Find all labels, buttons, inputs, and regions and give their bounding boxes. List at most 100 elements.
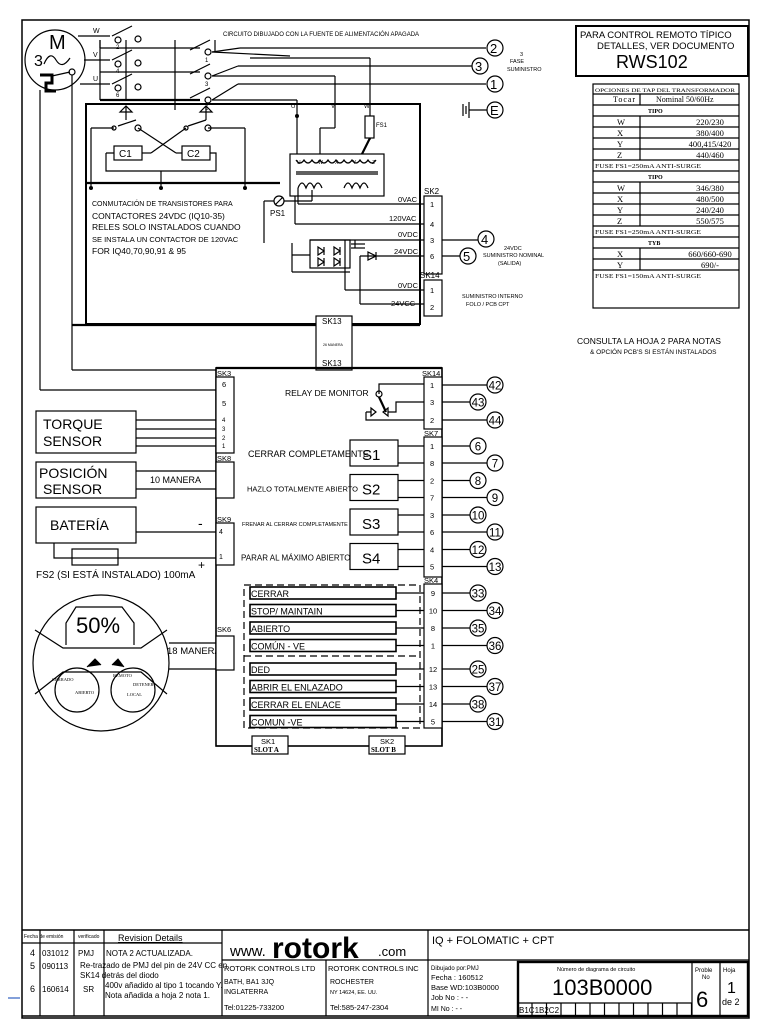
tap-row-key: Y	[617, 205, 623, 215]
rev-header-date: Fecha de emisión	[24, 934, 64, 940]
tap-group-title: TIPO	[648, 109, 663, 115]
sk9-title: SK9	[217, 515, 231, 524]
motor-m-label: M	[49, 32, 66, 54]
terminal-42: 42	[489, 381, 502, 393]
mi-no: MI No : - -	[431, 1006, 463, 1013]
motor-symbol: M 3	[24, 29, 86, 93]
sk14-top-label-24vcc: 24VCC	[391, 299, 416, 308]
sk13-bottom: SK13	[322, 359, 342, 368]
remote-line-2: DETALLES, VER DOCUMENTO	[597, 41, 734, 52]
sk6-title: SK6	[217, 625, 231, 634]
uk-line-3: INGLATERRA	[224, 989, 269, 996]
tap-row-key: X	[617, 194, 623, 204]
tap-row-key: W	[617, 117, 625, 127]
tap-row-key: W	[617, 183, 625, 193]
diagram-no-label: Número de diagrama de circuito	[557, 967, 635, 973]
sk2-connector: SK2 0VAC 1 120VAC 4 0VDC 3 24VDC 6 4 5 2…	[294, 187, 544, 275]
transistor-note-3: RELES SOLO INSTALADOS CUANDO	[92, 222, 241, 232]
ps1: PS1	[263, 190, 313, 243]
rev-6-date: 160614	[42, 985, 69, 994]
sk4-signal-box	[249, 662, 397, 676]
tap-w: W	[318, 160, 323, 166]
sheet-label: Hoja	[723, 968, 736, 974]
slot-a-sk: SK1	[261, 737, 275, 746]
position-label-1: POSICIÓN	[39, 465, 107, 481]
sk7-pin: 7	[430, 494, 434, 503]
slot-b-sk: SK2	[380, 737, 394, 746]
sk4-pin: 9	[431, 589, 435, 598]
torque-sensor-box	[35, 410, 137, 454]
tap-group-title: TYB	[648, 241, 660, 247]
output-label-2: SUMINISTRO NOMINAL	[483, 253, 544, 259]
us-line-2: ROCHESTER	[330, 979, 374, 986]
sk7-pin: 6	[430, 528, 434, 537]
contact-3: 3	[205, 82, 209, 88]
sk7-pin: 4	[430, 546, 434, 555]
terminal-33: 33	[472, 589, 485, 601]
coil-c1: C1	[119, 149, 132, 160]
tap-row-value: 550/575	[696, 216, 724, 226]
sk4-pin: 8	[431, 624, 435, 633]
grid-codes: B1C1B2C2	[519, 1006, 560, 1015]
supply-label-3: 3	[520, 52, 523, 58]
terminal-36: 36	[489, 641, 502, 653]
transistor-note-2: CONTACTORES 24VDC (IQ10-35)	[92, 211, 225, 221]
switch-name: S3	[362, 516, 380, 533]
transistor-note-1: CONMUTACIÓN DE TRANSISTORES PARA	[92, 199, 233, 208]
sk4-signal-label: STOP/ MAINTAIN	[251, 607, 323, 617]
terminal-25: 25	[472, 665, 485, 677]
switch-name: S2	[362, 482, 380, 499]
sk3-pin-4: 4	[222, 418, 226, 424]
tap-row-value: 346/380	[696, 183, 724, 193]
supply-terminals: 2 3 1 3 FASE SUMINISTRO E	[462, 39, 542, 119]
tap-row-value: 440/460	[696, 150, 724, 160]
remote-control-box	[575, 25, 749, 77]
internal-supply-note-2: FOLO / PCB CPT	[466, 302, 510, 308]
position-sensor-box	[35, 461, 137, 499]
terminal-34: 34	[489, 606, 502, 618]
sk14-bottom-pin: 3	[430, 398, 434, 407]
terminal-9: 9	[492, 493, 498, 505]
us-line-1: ROTORK CONTROLS INC	[328, 964, 419, 973]
uk-line-1: ROTORK CONTROLS LTD	[224, 964, 316, 973]
slot-a: SK1 SLOT A	[251, 735, 289, 755]
output-terminal-5: 5	[463, 249, 470, 264]
fuse-fs1: FS1	[376, 123, 388, 129]
tap-x: X	[335, 160, 339, 166]
sk4-pin: 14	[429, 700, 437, 709]
sk14-bottom-title: SK14	[422, 369, 440, 378]
knob-cerrado: CERRADO	[52, 677, 74, 682]
rev-header-checked: verificado	[78, 934, 100, 940]
sk9-pin-4: 4	[219, 529, 223, 536]
display-percent: 50%	[76, 613, 120, 638]
issue-label-1: Proble	[695, 968, 713, 974]
sk13-connector: SK13 26 MANERA SK13	[72, 315, 420, 371]
supply-label-fase: FASE	[510, 59, 524, 65]
tap-table-header: OPCIONES DE TAP DEL TRANSFORMADOR	[595, 88, 735, 94]
switch-label: HAZLO TOTALMENTE ABIERTO	[247, 485, 358, 494]
sk8-title: SK8	[217, 454, 231, 463]
contactor-left: 2 4 6	[99, 25, 200, 102]
knob-remoto: REMOTO	[113, 673, 133, 678]
sheet-of: de 2	[722, 997, 740, 1007]
sheet-border	[21, 19, 750, 1019]
sk3-pin-6: 6	[222, 380, 226, 389]
tap-row-value: 380/400	[696, 128, 724, 138]
terminal-3: 3	[475, 59, 482, 74]
sk4-signal-label: ABIERTO	[251, 624, 290, 634]
base-wd: Base WD:103B0000	[431, 983, 499, 992]
sk14-top-label-0vdc: 0VDC	[398, 281, 419, 290]
sk4-signal-label: ABRIR EL ENLAZADO	[251, 683, 343, 693]
drawing-title: IQ + FOLOMATIC + CPT	[432, 935, 554, 947]
rev-header-details: Revision Details	[118, 933, 183, 943]
issue-label-2: No	[702, 975, 710, 981]
sk14-top-title: SK14	[420, 271, 440, 280]
brand-suffix: .com	[378, 944, 406, 959]
rectifier	[291, 239, 424, 305]
switch-name: S1	[362, 447, 380, 464]
sk14-top-pin-2: 2	[430, 303, 434, 312]
fs2-label: FS2 (SI ESTÁ INSTALADO) 100mA	[36, 568, 196, 581]
tap-z: Z	[372, 160, 375, 166]
relay-label: RELAY DE MONITOR	[285, 388, 369, 398]
